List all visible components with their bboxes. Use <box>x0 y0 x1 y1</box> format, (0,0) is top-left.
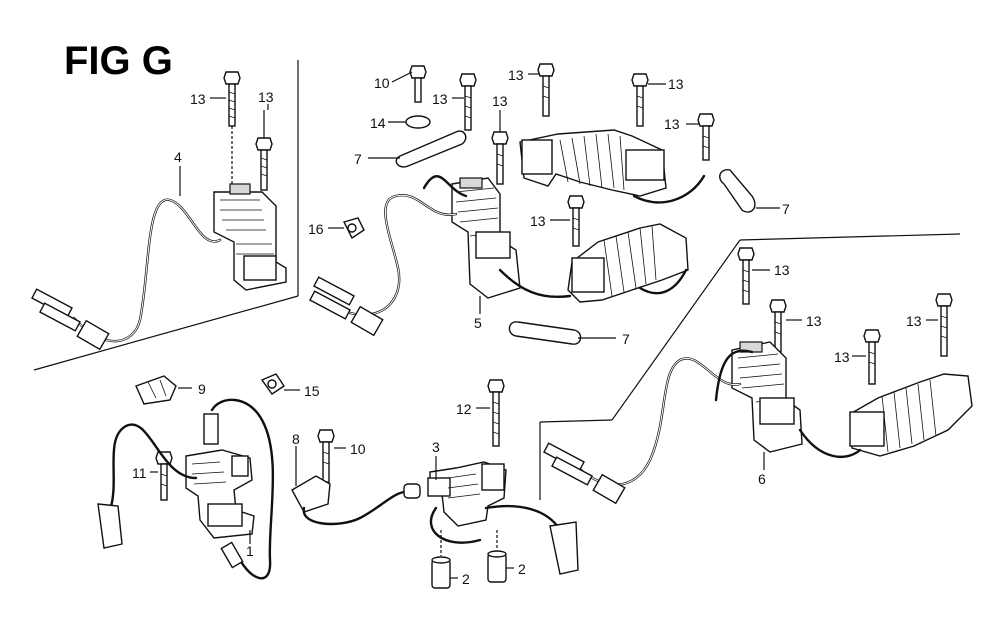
callout-10: 10 <box>374 75 390 91</box>
section-dividers <box>33 60 961 500</box>
bolt-13-d <box>491 131 509 185</box>
callout-8: 8 <box>292 431 300 447</box>
callout-7: 7 <box>622 331 630 347</box>
callout-9: 9 <box>198 381 206 397</box>
bolt-13-a <box>223 71 241 127</box>
callout-13: 13 <box>508 67 524 83</box>
callout-3: 3 <box>432 439 440 455</box>
callout-13: 13 <box>530 213 546 229</box>
callout-6: 6 <box>758 471 766 487</box>
ignition-coil-assembly-5 <box>309 63 780 345</box>
callout-13: 13 <box>432 91 448 107</box>
callout-13: 13 <box>190 91 206 107</box>
callout-7: 7 <box>354 151 362 167</box>
callout-12: 12 <box>456 401 472 417</box>
bolt-13-l <box>935 293 953 357</box>
ignition-coil-assembly-3 <box>427 379 579 589</box>
ignition-coil-assembly-1 <box>97 373 421 580</box>
connector-4 <box>31 288 110 351</box>
bolt-10-a <box>409 65 427 103</box>
figure-title: FIG G <box>64 39 173 83</box>
clip-15 <box>260 373 285 395</box>
callout-15: 15 <box>304 383 320 399</box>
callout-13: 13 <box>774 262 790 278</box>
callout-1: 1 <box>246 543 254 559</box>
bolt-13-b <box>255 137 273 191</box>
callout-10: 10 <box>350 441 366 457</box>
bolt-13-f <box>631 73 649 127</box>
callout-13: 13 <box>258 89 274 105</box>
callout-labels: 13 13 4 10 13 13 13 13 14 13 7 7 16 13 5… <box>132 67 922 587</box>
bolt-13-j <box>769 299 787 353</box>
ignition-coil-assembly-4 <box>31 71 287 351</box>
callout-13: 13 <box>492 93 508 109</box>
ignition-coil-assembly-6 <box>543 247 973 505</box>
plate-7-c <box>508 321 582 345</box>
callout-13: 13 <box>668 76 684 92</box>
collar-2-a <box>431 556 451 589</box>
switch-8 <box>291 475 421 526</box>
bolt-13-i <box>737 247 755 305</box>
callout-13: 13 <box>906 313 922 329</box>
callout-13: 13 <box>664 116 680 132</box>
connector-5 <box>309 276 384 337</box>
callout-11: 11 <box>132 465 147 481</box>
callout-13: 13 <box>834 349 850 365</box>
bolt-13-c <box>459 73 477 131</box>
bolt-13-h <box>567 195 585 247</box>
bolt-10-b <box>317 429 335 483</box>
plate-7-b <box>719 169 756 213</box>
collar-2-b <box>487 550 507 583</box>
bolt-12 <box>487 379 505 447</box>
callout-13: 13 <box>806 313 822 329</box>
clip-9 <box>135 375 177 405</box>
washer-14 <box>405 115 431 129</box>
bolt-13-e <box>537 63 555 117</box>
clip-16 <box>342 217 365 240</box>
callout-2: 2 <box>518 561 526 577</box>
plate-7-a <box>395 130 467 168</box>
bolt-13-k <box>863 329 881 385</box>
bolt-13-g <box>697 113 715 161</box>
callout-5: 5 <box>474 315 482 331</box>
connector-6 <box>543 442 626 505</box>
callout-16: 16 <box>308 221 324 237</box>
callout-7: 7 <box>782 201 790 217</box>
callout-14: 14 <box>370 115 386 131</box>
callout-2: 2 <box>462 571 470 587</box>
callout-4: 4 <box>174 149 182 165</box>
